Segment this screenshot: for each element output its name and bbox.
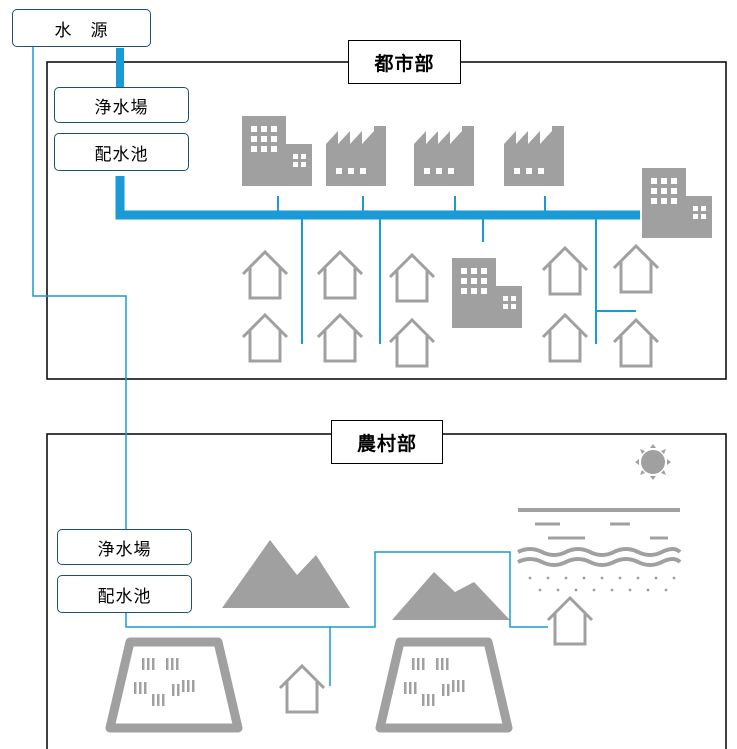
house-icon — [612, 244, 660, 294]
sun-icon — [635, 444, 671, 480]
house-icon — [241, 250, 289, 300]
house-icon — [541, 313, 589, 363]
factory-icon — [326, 126, 386, 186]
house-icon — [316, 313, 364, 363]
urban-pipe-network — [115, 48, 640, 344]
house-icon — [388, 253, 436, 303]
farm-field-icon — [110, 642, 238, 728]
house-icon — [612, 318, 660, 368]
mountain-icon — [222, 540, 350, 608]
house-icon — [241, 313, 289, 363]
sea-icon — [517, 508, 682, 592]
office-building-icon — [242, 116, 312, 186]
urban-distribution-reservoir: 配水池 — [54, 133, 189, 171]
rural-pipe-network — [125, 551, 548, 686]
mountain-icon — [392, 572, 510, 620]
urban-title: 都市部 — [348, 40, 461, 84]
rural-supply-line — [32, 40, 127, 530]
office-building-icon — [642, 168, 712, 238]
rural-title: 農村部 — [331, 420, 443, 464]
farm-field-icon — [380, 642, 508, 728]
office-building-icon — [452, 258, 522, 328]
house-icon — [541, 246, 589, 296]
water-source-box: 水 源 — [12, 9, 151, 47]
factory-icon — [504, 126, 564, 186]
house-icon — [388, 318, 436, 368]
house-icon — [546, 596, 594, 646]
rural-purification-plant: 浄水場 — [57, 529, 192, 565]
house-icon — [278, 664, 326, 714]
urban-purification-plant: 浄水場 — [54, 87, 189, 123]
house-icon — [316, 250, 364, 300]
rural-distribution-reservoir: 配水池 — [57, 575, 192, 613]
factory-icon — [414, 126, 474, 186]
